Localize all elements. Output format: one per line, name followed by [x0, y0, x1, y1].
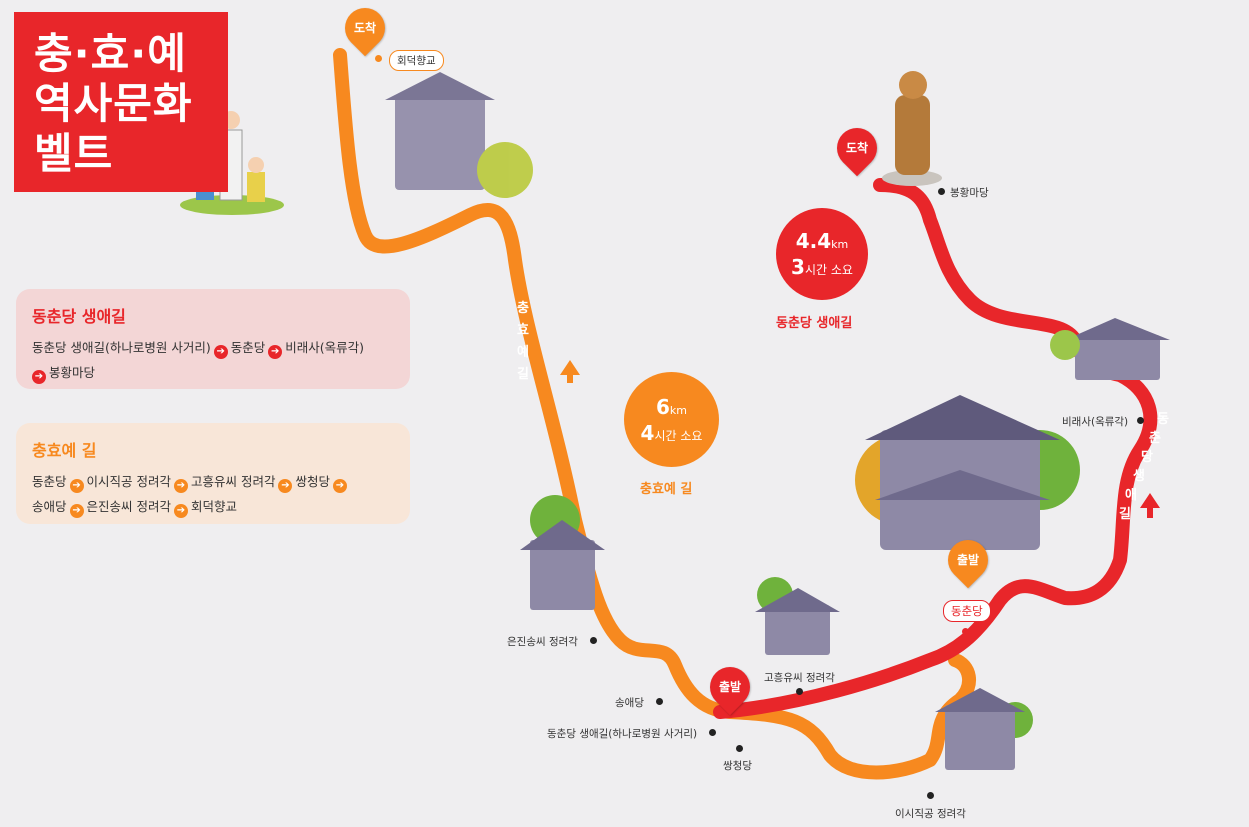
stop-label: 은진송씨 정려각 [86, 499, 171, 514]
title-line-3: 벨트 [34, 129, 114, 178]
distance-value: 6 [655, 395, 670, 419]
place-birae[interactable]: 비래사(옥류각) [1062, 416, 1129, 428]
pin-label: 출발 [718, 680, 742, 694]
place-marker [927, 792, 934, 799]
place-goheung[interactable]: 고흥유씨 정려각 [764, 672, 835, 684]
time-text: 시간 소요 [654, 429, 703, 443]
dongchun-stops: 동춘당 생애길(하나로병원 사거리)➔동춘당➔비래사(옥류각) ➔봉황마당 [32, 335, 394, 385]
arrive-pin-orange[interactable]: 도착 [336, 0, 394, 57]
chunghyoye-stops: 동춘당➔이시직공 정려각➔고흥유씨 정려각➔쌍청당➔ 송애당➔은진송씨 정려각➔… [32, 469, 394, 519]
arrow-right-icon: ➔ [32, 370, 46, 384]
orange-route-name: 충효예 길 [640, 482, 693, 497]
time-value: 4 [640, 421, 655, 445]
stop-label: 동춘당 [32, 474, 67, 489]
place-marker [375, 55, 382, 62]
stop-label: 송애당 [32, 499, 67, 514]
depart-pin-red[interactable]: 출발 [701, 658, 759, 716]
place-marker [656, 698, 663, 705]
orange-direction-arrow [560, 360, 580, 383]
chunghyoye-route-card: 충효예 길 동춘당➔이시직공 정려각➔고흥유씨 정려각➔쌍청당➔ 송애당➔은진송… [16, 423, 410, 524]
dongchun-card-heading: 동춘당 생애길 [32, 307, 126, 326]
pin-label: 출발 [956, 553, 980, 567]
distance-unit: km [669, 404, 687, 417]
stop-label: 이시직공 정려각 [86, 474, 171, 489]
red-direction-arrow [1140, 493, 1160, 518]
hoedeok-building-illustration [385, 72, 533, 198]
orange-route-line [333, 48, 976, 780]
place-hoedeok[interactable]: 회덕향교 [389, 50, 444, 71]
place-eunjin[interactable]: 은진송씨 정려각 [507, 636, 578, 648]
arrow-right-icon: ➔ [69, 479, 84, 493]
red-route-summary: 4.4km 3시간 소요 [776, 208, 868, 300]
page-title: 충·효·예 역사문화 벨트 [14, 12, 228, 192]
arrow-right-icon: ➔ [333, 479, 347, 493]
time-value: 3 [791, 255, 805, 279]
distance-unit: km [831, 238, 849, 251]
path-char: 길 [517, 367, 529, 382]
chunghyoye-card-heading: 충효예 길 [32, 441, 97, 460]
place-marker [590, 637, 597, 644]
orange-path-label: 충 효 예 길 [515, 298, 531, 386]
dongchun-route-card: 동춘당 생애길 동춘당 생애길(하나로병원 사거리)➔동춘당➔비래사(옥류각) … [16, 289, 410, 389]
place-marker [709, 729, 716, 736]
red-path-label: 동 춘 당 생 애 길 [1117, 410, 1169, 524]
eunjin-building-illustration [520, 495, 605, 610]
place-marker [736, 745, 743, 752]
arrow-right-icon: ➔ [213, 345, 228, 359]
arrow-right-icon: ➔ [268, 345, 283, 359]
arrow-right-icon: ➔ [69, 504, 84, 518]
distance-value: 4.4 [795, 229, 832, 253]
place-marker [938, 188, 945, 195]
stop-label: 고흥유씨 정려각 [191, 474, 276, 489]
place-marker [796, 688, 803, 695]
red-route-name: 동춘당 생애길 [776, 316, 853, 331]
bonghwang-statue-illustration [882, 71, 942, 186]
path-char: 충 [517, 301, 529, 316]
title-line-2: 역사문화 [34, 79, 193, 128]
depart-pin-orange[interactable]: 출발 [939, 531, 997, 589]
place-isijik[interactable]: 이시직공 정려각 [895, 808, 966, 820]
path-char: 효 [517, 323, 529, 338]
stop-label: 쌍청당 [295, 474, 330, 489]
place-ssangcheong[interactable]: 쌍청당 [723, 760, 752, 772]
stop-label: 봉황마당 [49, 365, 96, 380]
stop-label: 회덕향교 [191, 499, 238, 514]
place-crossroad[interactable]: 동춘당 생애길(하나로병원 사거리) [547, 728, 698, 740]
place-marker [962, 628, 969, 635]
orange-route-summary: 6km 4시간 소요 [624, 372, 719, 467]
path-char: 애 [1125, 488, 1137, 503]
path-char: 길 [1119, 507, 1131, 522]
place-bonghwang[interactable]: 봉황마당 [950, 187, 989, 199]
arrow-right-icon: ➔ [174, 504, 188, 518]
place-songae[interactable]: 송애당 [615, 697, 644, 709]
arrive-pin-red[interactable]: 도착 [828, 119, 886, 177]
birae-building-illustration [1050, 318, 1170, 380]
pin-label: 도착 [845, 141, 869, 155]
title-line-1: 충·효·예 [34, 29, 187, 78]
arrow-right-icon: ➔ [174, 479, 188, 493]
goheung-building-illustration [755, 577, 840, 655]
path-char: 예 [517, 345, 529, 360]
dongchundang-building-illustration [855, 395, 1080, 550]
place-dongchundang[interactable]: 동춘당 [943, 600, 991, 622]
stop-label: 동춘당 [230, 340, 266, 355]
place-marker [1137, 417, 1144, 424]
stop-label: 비래사(옥류각) [285, 340, 364, 355]
arrow-right-icon: ➔ [278, 479, 293, 493]
isijik-building-illustration [935, 688, 1033, 770]
pin-label: 도착 [353, 21, 377, 35]
stop-label: 동춘당 생애길(하나로병원 사거리) [32, 340, 211, 355]
red-route-line [713, 178, 1158, 719]
time-text: 시간 소요 [804, 263, 853, 277]
